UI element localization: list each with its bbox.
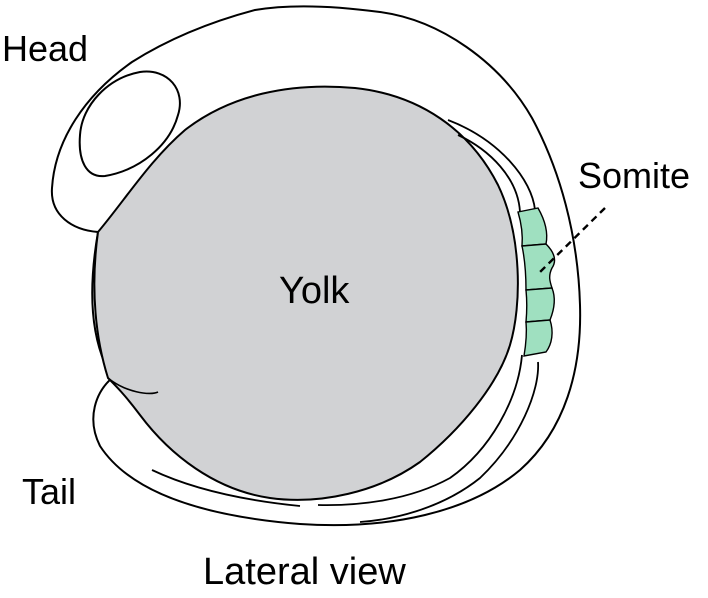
eye-outline — [78, 70, 181, 178]
tail-fold — [107, 377, 159, 395]
somite-label: Somite — [578, 155, 691, 196]
somite-3 — [525, 287, 555, 323]
view-caption: Lateral view — [203, 551, 406, 593]
somite-2 — [521, 243, 556, 291]
tail-line-outer — [151, 469, 301, 507]
yolk — [93, 85, 519, 501]
dorsal-layer-inner — [457, 134, 521, 213]
somite-leader-line — [539, 207, 606, 273]
dorsal-layer-outer — [447, 119, 536, 211]
head-label: Head — [2, 28, 89, 69]
tail-label: Tail — [22, 471, 77, 512]
right-layer-1 — [359, 361, 539, 523]
somite-4 — [523, 319, 553, 357]
right-layer-2 — [317, 354, 523, 506]
somite-block — [517, 207, 556, 357]
yolk-label: Yolk — [279, 270, 350, 312]
